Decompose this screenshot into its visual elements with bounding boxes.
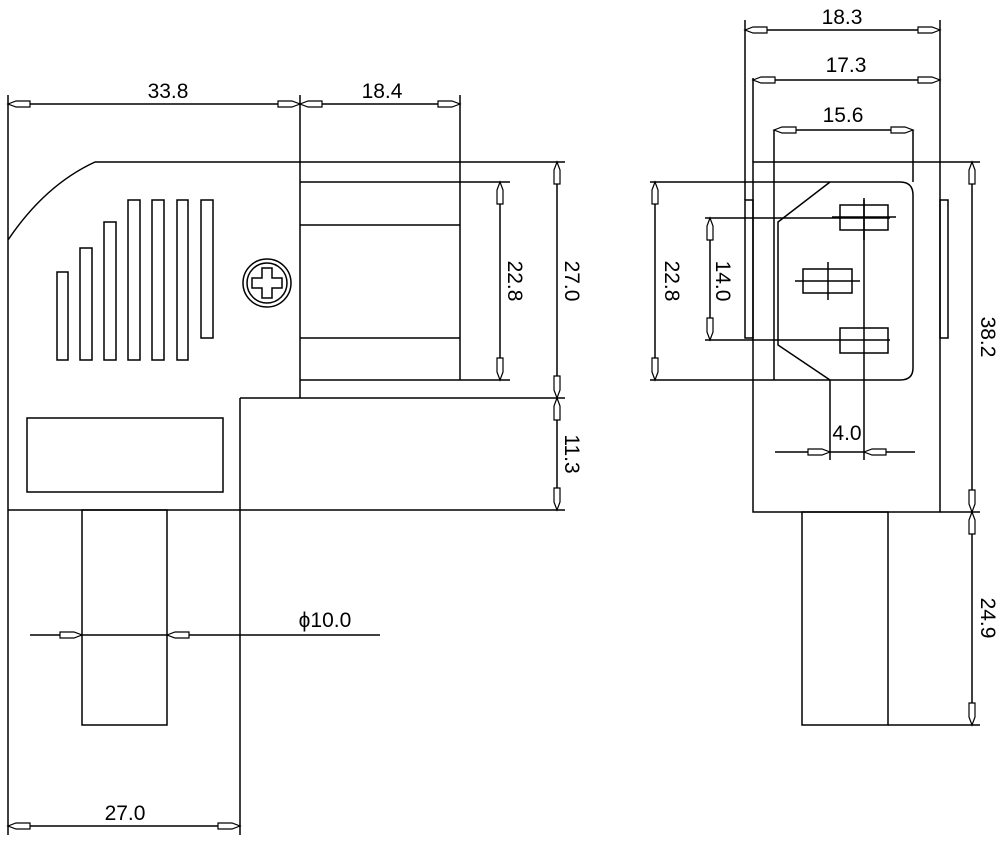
- vent-slots: [56, 199, 214, 361]
- screw-icon: [242, 258, 292, 308]
- dim-socket-height: 22.8: [660, 261, 683, 302]
- housing-outline: [7, 95, 565, 835]
- dim-cord-length: 24.9: [976, 598, 999, 639]
- front-body: [752, 161, 941, 513]
- dim-bottom-width: 27.0: [105, 802, 146, 825]
- iec-socket-outline: [777, 181, 914, 381]
- dim-total-height: 38.2: [976, 317, 999, 358]
- pins: [795, 198, 896, 354]
- dim-pin-offset: 4.0: [832, 422, 861, 445]
- dim-socket-width: 15.6: [823, 104, 864, 127]
- dim-socket-inner-height: 22.8: [503, 261, 526, 302]
- dim-socket-outer-height: 27.0: [560, 261, 583, 302]
- dim-socket-depth: 18.4: [362, 80, 403, 103]
- cord: [81, 509, 168, 726]
- dim-body-width: 17.3: [826, 54, 867, 77]
- label-area: [26, 417, 224, 493]
- front-view: 18.3 17.3 15.6 22.8 14.0 4.0 38.2 24.9: [650, 6, 999, 726]
- side-view: 33.8 18.4 22.8 27.0 11.3 ϕ10.0 27.0: [7, 80, 583, 835]
- dim-cord-diameter: ϕ10.0: [299, 609, 352, 632]
- front-cord: [801, 511, 889, 726]
- dim-pin-spacing: 14.0: [711, 261, 734, 302]
- dim-outer-width: 18.3: [822, 6, 863, 29]
- dim-lower-height: 11.3: [560, 434, 583, 473]
- dim-body-length: 33.8: [148, 80, 189, 103]
